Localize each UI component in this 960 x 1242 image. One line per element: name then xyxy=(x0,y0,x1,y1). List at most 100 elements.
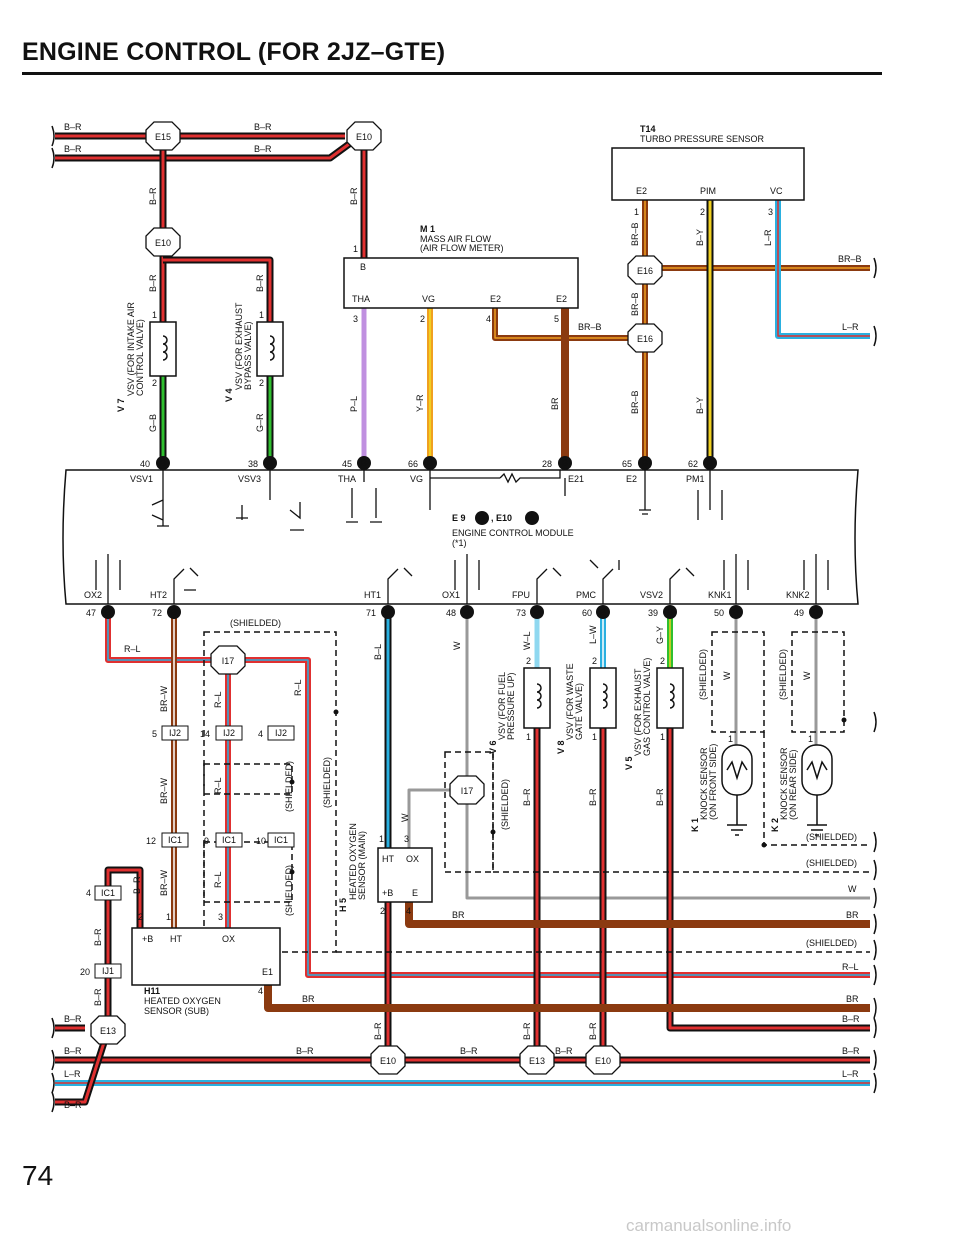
label-lr-right-2: L–R xyxy=(842,1069,859,1079)
ecm-pinnum-49: 49 xyxy=(794,608,804,618)
t14-pin-e2: E2 xyxy=(636,186,647,196)
svg-text:E13: E13 xyxy=(100,1026,116,1036)
label-lr-right: L–R xyxy=(842,322,859,332)
ecm-pinnum-72: 72 xyxy=(152,608,162,618)
ecm-pin-knk2: KNK2 xyxy=(786,590,810,600)
connector-ic1-2: IC1 xyxy=(215,832,243,848)
v7-pinnum-2: 2 xyxy=(152,378,157,388)
connector-ic1-1: IC1 xyxy=(161,832,189,848)
v6-name-2: PRESSURE UP) xyxy=(506,672,516,740)
v7-coil-icon xyxy=(149,321,177,377)
label-br-h11-1: B–R xyxy=(132,876,142,894)
m1-pinnum-4: 4 xyxy=(486,314,491,324)
connector-e10-top: E10 xyxy=(346,121,382,151)
label-br-h11-2: B–R xyxy=(93,928,103,946)
label-wl: W–L xyxy=(522,631,532,650)
svg-text:E16: E16 xyxy=(637,334,653,344)
connector-e15: E15 xyxy=(145,121,181,151)
svg-text:I17: I17 xyxy=(222,656,235,666)
h11-name-1: HEATED OXYGEN xyxy=(144,996,221,1006)
h5-pin-ox: OX xyxy=(406,854,419,864)
m1-pinnum-2: 2 xyxy=(420,314,425,324)
ecm-pin-vsv3: VSV3 xyxy=(238,474,261,484)
svg-text:I17: I17 xyxy=(461,786,474,796)
label-shielded-r1: (SHIELDED) xyxy=(806,832,857,842)
h5-pinnum-3: 3 xyxy=(404,834,409,844)
label-w-h5: W xyxy=(400,813,410,822)
label-br-b4: B–R xyxy=(460,1046,478,1056)
ecm-pinnum-48: 48 xyxy=(446,608,456,618)
label-br-maf: B–R xyxy=(349,187,359,205)
connector-ij1: IJ1 xyxy=(94,963,122,979)
connector-badges: E15 E10 E10 E16 E16 I17 I17 E13 xyxy=(90,121,823,1075)
svg-text:B: B xyxy=(733,607,739,617)
label-brb-right: BR–B xyxy=(838,254,862,264)
v8-coil-icon xyxy=(589,667,617,729)
svg-text:B: B xyxy=(534,607,540,617)
svg-text:E10: E10 xyxy=(155,238,171,248)
ecm-pinnum-40: 40 xyxy=(140,459,150,469)
t14-pinnum-2: 2 xyxy=(700,207,705,217)
ij2-pinnum-4: 4 xyxy=(258,729,263,739)
h5-pinnum-4: 4 xyxy=(406,906,411,916)
label-pl: P–L xyxy=(349,396,359,412)
m1-pin-e2a: E2 xyxy=(490,294,501,304)
t14-name: TURBO PRESSURE SENSOR xyxy=(640,134,765,144)
h5-code: H 5 xyxy=(338,898,348,912)
svg-text:E10: E10 xyxy=(595,1056,611,1066)
label-gb: G–B xyxy=(148,414,158,432)
wire-breaks xyxy=(51,125,877,1113)
label-br-v6-low: B–R xyxy=(522,1022,532,1040)
ecm-pinnum-39: 39 xyxy=(648,608,658,618)
ecm-pin-vg: VG xyxy=(410,474,423,484)
label-w-right: W xyxy=(848,884,857,894)
m1-pin-tha: THA xyxy=(352,294,370,304)
label-br-3: B–R xyxy=(64,144,82,154)
h5-name-1: HEATED OXYGEN xyxy=(348,823,358,900)
ecm-pin-circles-top: B B B B B B B xyxy=(156,456,717,470)
h11-pinnum-4: 4 xyxy=(258,986,263,996)
connector-ic1-3: IC1 xyxy=(267,832,295,848)
label-w-knk2: W xyxy=(802,671,812,680)
ij1-pinnum-20: 20 xyxy=(80,967,90,977)
junction-dots xyxy=(289,709,847,875)
label-br-b1: B–R xyxy=(64,1014,82,1024)
v7-pinnum-1: 1 xyxy=(152,310,157,320)
m1-pinnum-3: 3 xyxy=(353,314,358,324)
t14-pinnum-3: 3 xyxy=(768,207,773,217)
wire-br-h5e xyxy=(405,902,870,928)
svg-text:B: B xyxy=(385,607,391,617)
page-title: ENGINE CONTROL (FOR 2JZ–GTE) xyxy=(22,38,446,66)
label-rl-1: R–L xyxy=(213,691,223,708)
label-brb-3: BR–B xyxy=(630,390,640,414)
v5-code: V 5 xyxy=(624,756,634,770)
m1-pinnum-5: 5 xyxy=(554,314,559,324)
label-rl-ox2: R–L xyxy=(124,644,141,654)
v5-name-1: VSV (FOR EXHAUST xyxy=(633,668,643,756)
v5-name-2: GAS CONTROL VALVE) xyxy=(642,658,652,756)
svg-text:A: A xyxy=(529,513,535,523)
wire-br-v4 xyxy=(163,256,274,322)
ij2-pinnum-5: 5 xyxy=(152,729,157,739)
ecm-code-e10: , E10 xyxy=(491,513,512,523)
ecm-name: ENGINE CONTROL MODULE xyxy=(452,528,574,538)
h11-pinnum-1: 1 xyxy=(166,912,171,922)
label-br-b6: B–R xyxy=(64,1100,82,1110)
label-br-v6: B–R xyxy=(522,788,532,806)
m1-code: M 1 xyxy=(420,224,435,234)
svg-text:IC1: IC1 xyxy=(101,888,115,898)
wire-brb-maf-e2 xyxy=(492,308,645,341)
ecm-pin-pmc: PMC xyxy=(576,590,597,600)
ij2-pinnum-14: 14 xyxy=(200,729,210,739)
coil-symbols xyxy=(162,335,675,709)
h5-pin-b: +B xyxy=(382,888,393,898)
svg-text:IJ1: IJ1 xyxy=(102,966,114,976)
v8-name-1: VSV (FOR WASTE xyxy=(565,663,575,740)
ic1-pinnum-12: 12 xyxy=(146,836,156,846)
label-by-1: B–Y xyxy=(695,229,705,246)
v8-pinnum-1: 1 xyxy=(592,732,597,742)
h5-sensor-box xyxy=(377,847,433,903)
ic1-pinnum-4: 4 xyxy=(86,888,91,898)
label-gy: G–Y xyxy=(655,626,665,644)
